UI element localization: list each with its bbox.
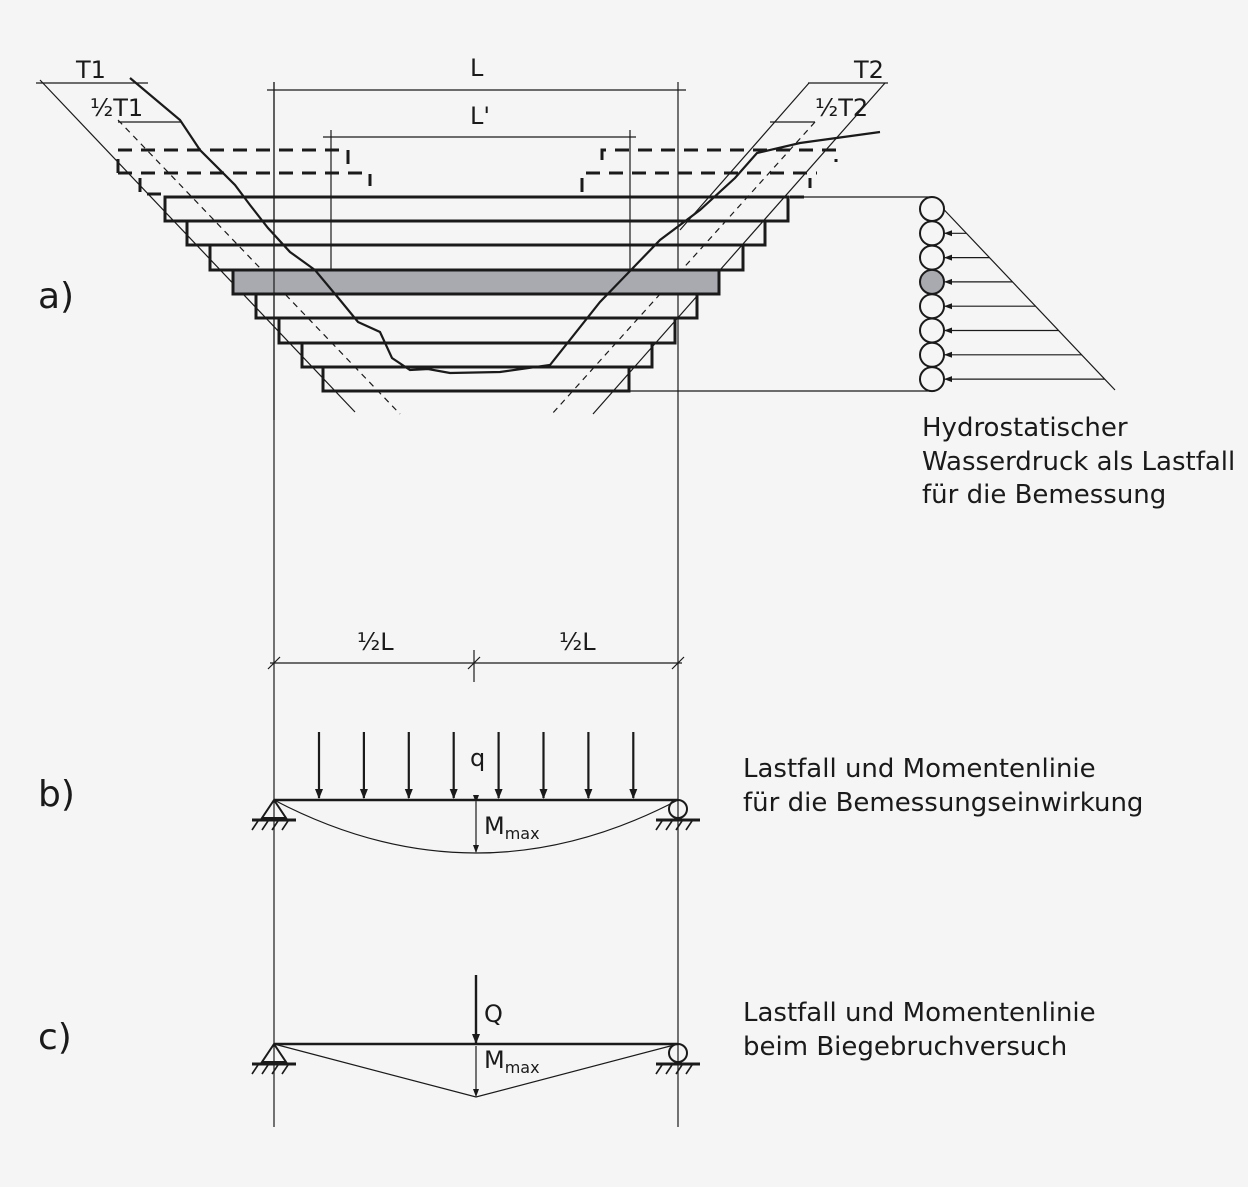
panel-b-description-2: für die Bemessungseinwirkung bbox=[743, 788, 1143, 818]
layer-5 bbox=[254, 292, 699, 320]
layer-circle bbox=[919, 220, 945, 247]
panel-c-description-1: Lastfall und Momentenlinie bbox=[743, 998, 1096, 1028]
layer-circle bbox=[919, 366, 945, 393]
dim-T1-label: T1 bbox=[75, 56, 106, 84]
moment-line-triangle bbox=[273, 1043, 679, 1098]
layer-circle bbox=[919, 341, 945, 368]
panel-b-description-1: Lastfall und Momentenlinie bbox=[743, 754, 1096, 784]
half-slope-line-right bbox=[551, 121, 816, 415]
layer-7 bbox=[300, 341, 654, 369]
panel-a-label: a) bbox=[38, 276, 74, 317]
layer-circle bbox=[919, 293, 945, 320]
layer-circle bbox=[919, 317, 945, 344]
layer-circle-highlighted bbox=[919, 268, 945, 295]
load-Q-label: Q bbox=[484, 1000, 503, 1028]
dashed-upper-layers bbox=[116, 148, 838, 199]
panel-c: c) Q Mmax Lastfall und Momentenlinie bei… bbox=[38, 975, 1096, 1098]
panel-b-label: b) bbox=[38, 774, 75, 815]
dim-half-L-left-label: ½L bbox=[357, 628, 394, 656]
load-q-label: q bbox=[470, 744, 485, 772]
layer-3 bbox=[208, 243, 745, 272]
layer-4-highlighted bbox=[231, 268, 721, 296]
layer-6 bbox=[277, 316, 677, 345]
layer-8 bbox=[321, 365, 631, 393]
dim-half-T2-label: ½T2 bbox=[815, 94, 868, 122]
hydrostatic-description-2: Wasserdruck als Lastfall bbox=[922, 447, 1235, 477]
distributed-load-q bbox=[315, 732, 638, 799]
pressure-envelope bbox=[931, 196, 1116, 391]
pin-support-c bbox=[251, 1042, 296, 1075]
hydrostatic-description-1: Hydrostatischer bbox=[922, 413, 1128, 443]
dim-L-label: L bbox=[470, 54, 484, 82]
panel-a: a) L L' T1 ½T1 T2 ½T2 bbox=[36, 54, 1235, 510]
pin-support-b bbox=[251, 798, 296, 831]
terrain-profile bbox=[129, 77, 881, 375]
hydrostatic-pressure bbox=[629, 196, 1116, 393]
embankment-layers bbox=[163, 195, 790, 393]
half-slope-line-left bbox=[117, 119, 401, 415]
layer-circle bbox=[919, 196, 945, 222]
mmax-label-b: Mmax bbox=[484, 812, 540, 843]
roller-support-c bbox=[655, 1043, 700, 1075]
dim-T2-label: T2 bbox=[853, 56, 884, 84]
dim-half-L-right-label: ½L bbox=[559, 628, 596, 656]
layer-circle bbox=[919, 244, 945, 271]
panel-c-description-2: beim Biegebruchversuch bbox=[743, 1032, 1067, 1062]
dim-L-prime-label: L' bbox=[470, 102, 490, 130]
dim-half-T1-label: ½T1 bbox=[90, 94, 143, 122]
panel-b: b) ½L ½L q Mmax Lastfall und Momentenlin… bbox=[38, 628, 1143, 854]
slope-line-right bbox=[592, 82, 886, 415]
roller-support-b bbox=[655, 799, 700, 831]
hydrostatic-description-3: für die Bemessung bbox=[922, 480, 1166, 510]
mmax-label-c: Mmax bbox=[484, 1046, 540, 1077]
panel-c-label: c) bbox=[38, 1017, 72, 1058]
slope-line-right-upper bbox=[679, 82, 810, 231]
